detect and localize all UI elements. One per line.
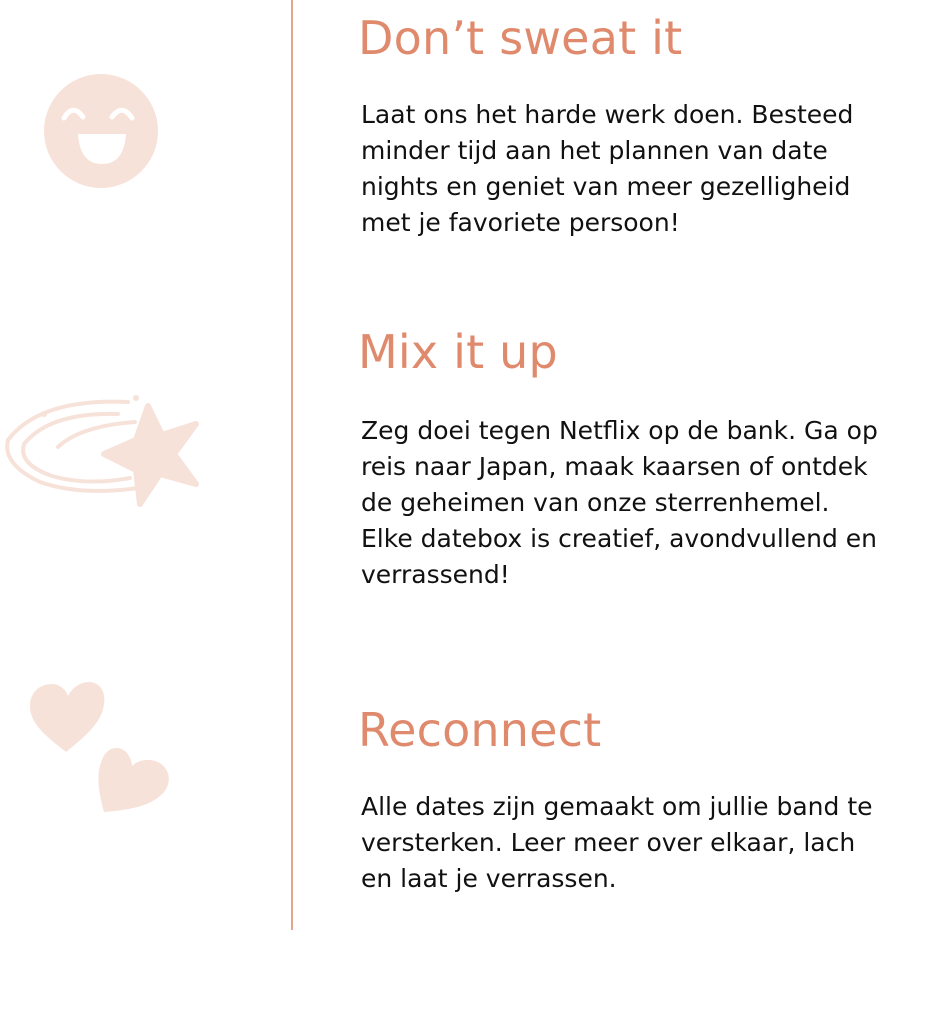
section-heading: Reconnect xyxy=(358,703,602,757)
hearts-icon xyxy=(26,682,176,820)
section-body: Zeg doei tegen Netflix op de bank. Ga op… xyxy=(361,416,878,589)
vertical-divider xyxy=(291,0,293,930)
section-heading: Mix it up xyxy=(358,325,558,379)
section-body: Laat ons het harde werk doen. Besteed mi… xyxy=(361,100,854,237)
feature-section-dont-sweat-it: Don’t sweat it Laat ons het harde werk d… xyxy=(358,8,898,288)
section-heading: Don’t sweat it xyxy=(358,11,683,65)
feature-section-mix-it-up: Mix it up Zeg doei tegen Netflix op de b… xyxy=(358,322,898,672)
section-body: Alle dates zijn gemaakt om jullie band t… xyxy=(361,792,873,893)
feature-section-reconnect: Reconnect Alle dates zijn gemaakt om jul… xyxy=(358,700,898,940)
shooting-star-icon xyxy=(0,392,205,510)
smiley-icon xyxy=(42,72,160,190)
